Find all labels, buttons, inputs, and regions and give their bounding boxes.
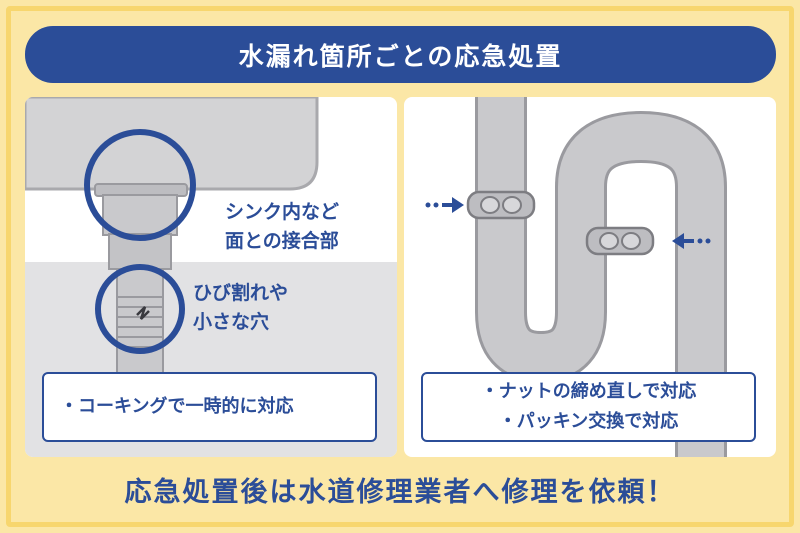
nut-upper	[466, 190, 536, 220]
label-crack-line1: ひび割れや	[193, 282, 289, 304]
arrow-right-pointing	[425, 197, 464, 213]
s-trap-illustration	[425, 97, 727, 457]
label-crack-line2: 小さな穴	[193, 311, 270, 333]
note-nut-packing: ・ナットの締め直しで対応 ・パッキン交換で対応	[421, 372, 756, 442]
note-caulking: ・コーキングで一時的に対応	[42, 372, 377, 442]
highlight-circle-joint	[84, 129, 196, 241]
note-packing-text: ・パッキン交換で対応	[498, 411, 679, 432]
arrow-left-pointing	[672, 233, 711, 249]
crack-mark	[136, 306, 150, 320]
note-nut-text: ・ナットの締め直しで対応	[480, 381, 697, 402]
s-trap-pipe	[478, 97, 724, 457]
outer-frame	[6, 6, 794, 527]
highlight-circle-crack	[95, 264, 185, 354]
panel-s-trap: ・ナットの締め直しで対応 ・パッキン交換で対応	[404, 97, 776, 457]
label-joint-line2: 面との接合部	[225, 230, 339, 252]
nut-lower	[585, 226, 655, 256]
note-caulking-text: ・コーキングで一時的に対応	[60, 396, 294, 417]
drain-pipe	[102, 194, 178, 236]
panel-sink-joint: シンク内など 面との接合部 ひび割れや 小さな穴 ・コーキングで一時的に対応	[25, 97, 397, 457]
label-joint-line1: シンク内など	[225, 201, 340, 223]
footer-message: 応急処置後は水道修理業者へ修理を依頼！	[124, 477, 676, 508]
page-title: 水漏れ箇所ごとの応急処置	[25, 26, 776, 83]
drain-hose	[116, 268, 164, 390]
